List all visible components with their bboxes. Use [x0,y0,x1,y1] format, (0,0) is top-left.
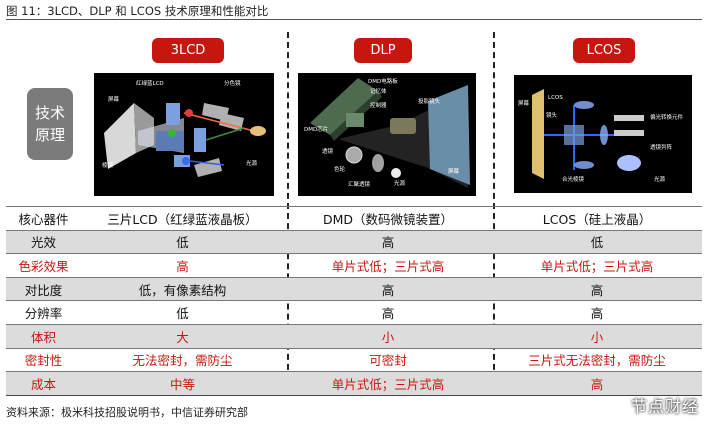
lcd-label-dichroic: 分色镜 [224,79,241,87]
comparison-table: 核心器件三片LCD（红绿蓝液晶板）DMD（数码微镜装置）LCOS（硅上液晶）光效… [6,206,702,396]
table-cell: DMD（数码微镜装置） [284,206,492,231]
lcd-label-panels: 红绿蓝LCD [136,79,164,87]
row-label: 体积 [6,323,81,349]
figure-title: 图 11：3LCD、DLP 和 LCOS 技术原理和性能对比 [6,4,269,18]
lcd-label-prism: 棱镜 [102,161,114,169]
table-cell: 低 [492,229,702,254]
table-row: 对比度低，有像素结构高高 [6,276,702,301]
dlp-diagram: DMD电路板 记忆体 控制器 投影镜头 DMD芯片 透镜 色轮 汇聚透镜 光源 … [298,73,476,196]
lcd-diagram: 红绿蓝LCD 分色镜 屏幕 棱镜 光源 [94,73,274,196]
lcos-label-screen: 屏幕 [518,99,530,107]
table-cell: 单片式低；三片式高 [284,371,492,396]
dlp-label-screen: 屏幕 [448,167,460,175]
table-row: 分辨率低高高 [6,300,702,325]
principle-label-text: 技术原理 [34,104,65,144]
lcos-label-light: 光源 [654,175,666,183]
title-divider [6,19,702,20]
dlp-label-board: DMD电路板 [368,77,398,85]
table-cell: 高 [492,276,702,301]
lcos-diagram: 屏幕 LCOS 镜头 合光棱镜 偏光转换元件 透镜列阵 光源 [514,75,692,193]
table-cell: 三片式无法密封，需防尘 [492,347,702,372]
lcos-label-array: 透镜列阵 [650,143,673,151]
row-label: 对比度 [6,276,81,301]
table-cell: 小 [284,323,492,349]
row-label: 光效 [6,229,81,254]
table-cell: 可密封 [284,347,492,372]
lcos-label-lcos: LCOS [548,95,563,101]
table-cell: 高 [284,229,492,254]
row-label: 核心器件 [6,206,81,231]
table-cell: 中等 [81,371,284,396]
table-cell: LCOS（硅上液晶） [492,206,702,231]
table-cell: 低 [81,300,284,325]
watermark: 节点财经 [630,397,699,416]
lcos-label-prism: 合光棱镜 [562,175,585,183]
dlp-label-controller: 控制器 [370,101,387,109]
table-cell: 高 [284,300,492,325]
dlp-label-lens: 投影镜头 [418,97,441,105]
table-cell: 无法密封，需防尘 [81,347,284,372]
dlp-label-colorwheel: 色轮 [334,165,346,173]
row-label: 分辨率 [6,300,81,325]
lcos-label-pbs: 偏光转换元件 [650,113,684,121]
table-cell: 高 [492,371,702,396]
table-cell: 单片式低；三片式高 [284,253,492,278]
row-label: 色彩效果 [6,253,81,278]
dlp-label-chip: DMD芯片 [304,125,328,133]
dlp-label-lens2: 透镜 [322,147,334,155]
table-cell: 单片式低；三片式高 [492,253,702,278]
lcd-label-screen: 屏幕 [108,95,120,103]
table-row: 光效低高低 [6,229,702,254]
row-label: 成本 [6,371,81,396]
lcos-label-lens: 镜头 [546,111,558,119]
table-cell: 高 [284,276,492,301]
table-cell: 低，有像素结构 [81,276,284,301]
table-cell: 三片LCD（红绿蓝液晶板） [81,206,284,231]
table-row: 密封性无法密封，需防尘可密封三片式无法密封，需防尘 [6,347,702,372]
column-badge-3lcd: 3LCD [152,38,224,63]
source-note: 资料来源：极米科技招股说明书，中信证券研究部 [6,406,248,419]
dlp-label-condenser: 汇聚透镜 [348,180,371,188]
table-row: 核心器件三片LCD（红绿蓝液晶板）DMD（数码微镜装置）LCOS（硅上液晶） [6,206,702,231]
table-cell: 大 [81,323,284,349]
table-row: 体积大小小 [6,323,702,349]
table-row: 色彩效果高单片式低；三片式高单片式低；三片式高 [6,253,702,278]
dlp-label-memory: 记忆体 [370,87,387,95]
column-badge-dlp: DLP [354,38,412,63]
principle-label: 技术原理 [27,88,73,160]
table-cell: 高 [492,300,702,325]
dlp-label-light: 光源 [394,179,406,187]
column-badge-lcos: LCOS [573,38,635,63]
row-label: 密封性 [6,347,81,372]
lcd-label-light: 光源 [246,159,258,167]
table-cell: 低 [81,229,284,254]
table-row: 成本中等单片式低；三片式高高 [6,371,702,396]
table-cell: 小 [492,323,702,349]
table-cell: 高 [81,253,284,278]
